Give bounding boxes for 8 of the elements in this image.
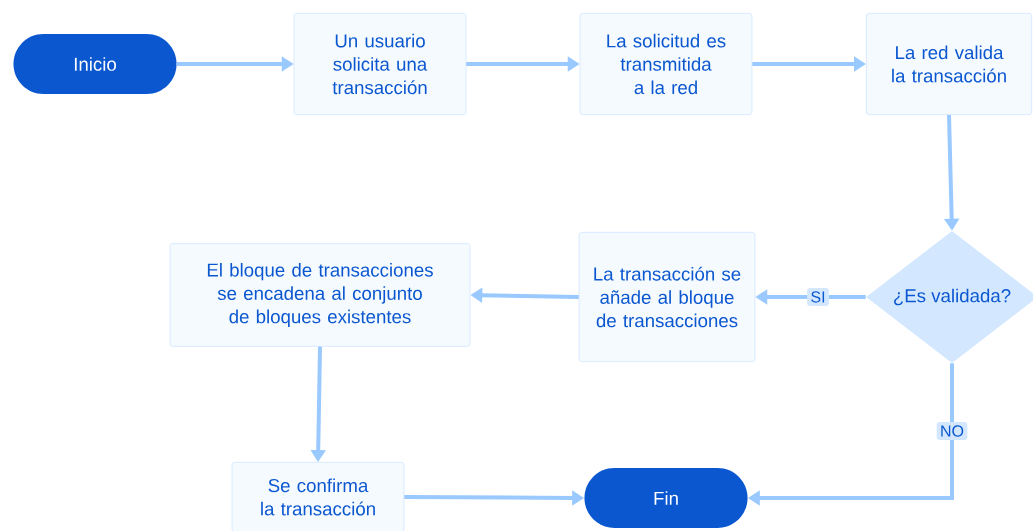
edge-label: SI [807, 288, 829, 306]
process-box: La red valida la transacción [866, 13, 1032, 115]
terminal-pill: Inicio [13, 34, 177, 94]
process-box: La solicitud es transmitida a la red [579, 13, 753, 115]
process-box: La transacción se añade al bloque de transacciones [578, 232, 756, 362]
process-box: Un usuario solicita una transacción [293, 13, 467, 115]
process-box: Se confirma la transacción [231, 462, 405, 531]
process-box: El bloque de transacciones se encadena al conjunto de bloques existentes [169, 243, 471, 347]
